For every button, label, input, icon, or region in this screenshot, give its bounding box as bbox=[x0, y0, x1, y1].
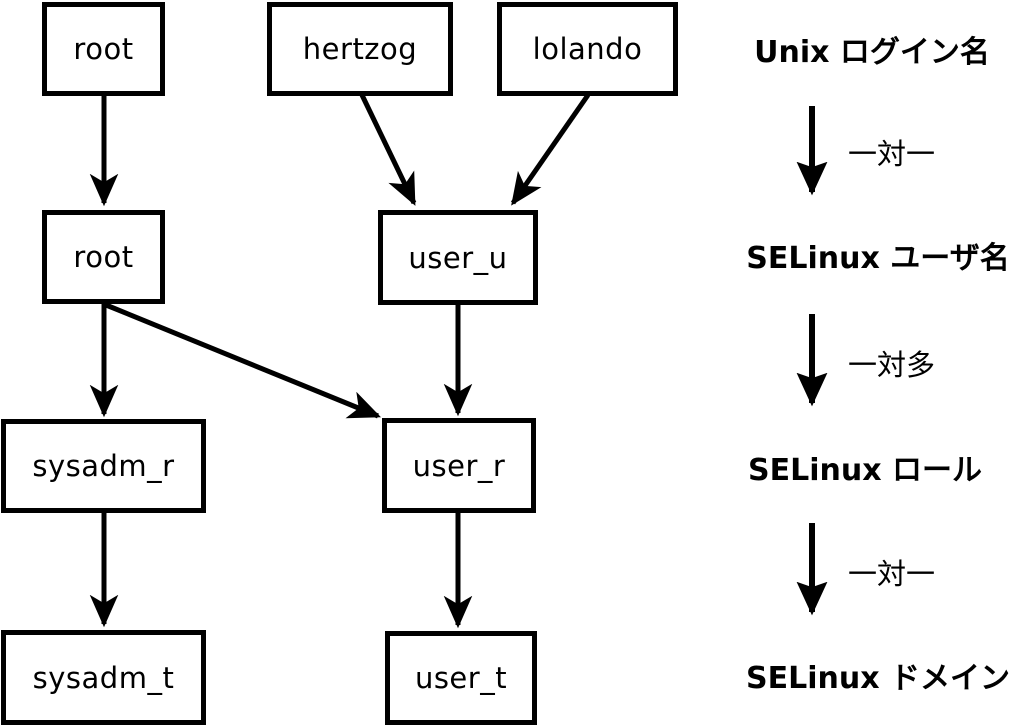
legend-level-unix-login: Unix ログイン名 bbox=[754, 35, 990, 70]
arrow-hertzog-to-useru bbox=[359, 93, 417, 206]
node-domain-sysadm-t: sysadm_t bbox=[1, 630, 206, 725]
node-unix-login-root: root bbox=[42, 2, 165, 96]
legend-level-selinux-role: SELinux ロール bbox=[747, 453, 983, 488]
node-domain-user-t: user_t bbox=[385, 631, 537, 725]
node-selinux-user-root: root bbox=[42, 210, 165, 304]
node-unix-login-hertzog: hertzog bbox=[267, 2, 453, 96]
node-role-sysadm-r: sysadm_r bbox=[1, 419, 206, 513]
legend-level-selinux-user: SELinux ユーザ名 bbox=[746, 241, 1010, 276]
arrow-lolando-to-useru bbox=[510, 93, 591, 206]
node-unix-login-lolando: lolando bbox=[497, 2, 678, 96]
legend-level-selinux-domain: SELinux ドメイン bbox=[745, 661, 1010, 696]
node-role-user-r: user_r bbox=[382, 418, 536, 513]
legend-relation-one-to-many: 一対多 bbox=[848, 348, 936, 382]
node-selinux-user-user-u: user_u bbox=[378, 210, 538, 305]
legend-relation-one-to-one-1: 一対一 bbox=[848, 137, 936, 171]
legend-relation-one-to-one-2: 一対一 bbox=[848, 557, 936, 591]
arrow-seroot-to-userr bbox=[105, 302, 382, 419]
